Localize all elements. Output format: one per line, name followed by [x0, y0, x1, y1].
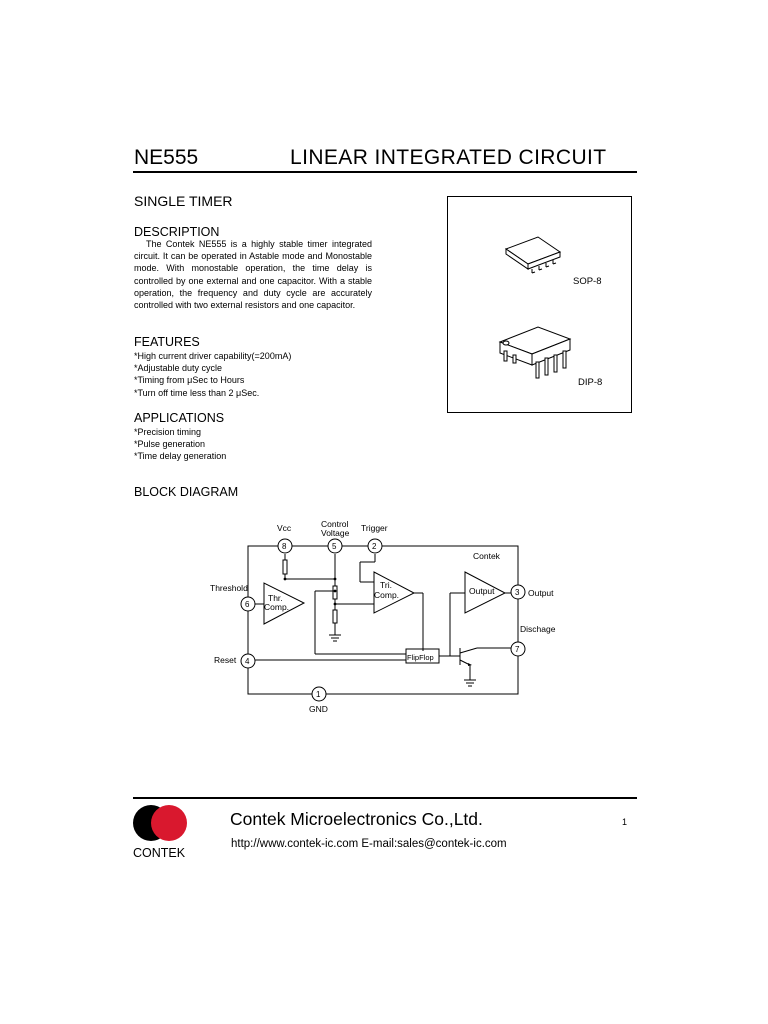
gnd-label: GND	[309, 704, 328, 714]
output-block-label: Output	[469, 586, 495, 596]
pin8-icon	[277, 538, 293, 554]
package-illustrations	[498, 236, 572, 379]
dip8-label: DIP-8	[578, 377, 603, 388]
sop8-label: SOP-8	[573, 276, 602, 287]
features-heading: FEATURES	[134, 335, 200, 349]
flipflop-label: FlipFlop	[407, 653, 434, 662]
logo-text: CONTEK	[133, 846, 186, 860]
pin7-icon	[510, 641, 526, 657]
tri-label-line1: Tri.	[380, 580, 392, 590]
description-heading: DESCRIPTION	[134, 225, 220, 239]
pin6-icon	[240, 596, 256, 612]
control-label-line2: Voltage	[321, 528, 350, 538]
list-item: *High current driver capability(=200mA)	[134, 351, 292, 361]
document-title: LINEAR INTEGRATED CIRCUIT	[290, 146, 607, 169]
vcc-label: Vcc	[277, 523, 292, 533]
pin3-icon	[510, 584, 526, 600]
pin-number: 7	[515, 645, 520, 654]
page-number: 1	[622, 817, 628, 827]
subtitle: SINGLE TIMER	[134, 193, 233, 209]
part-number: NE555	[134, 146, 199, 169]
list-item: *Adjustable duty cycle	[134, 363, 223, 374]
pin-number: 3	[515, 588, 520, 597]
tri-comparator	[373, 571, 416, 614]
block-diagram: 8 5 2 6 4 3 7 1 Vcc Control Voltage Trig…	[210, 519, 556, 714]
output-label: Output	[528, 588, 554, 598]
pin5-icon	[327, 538, 343, 554]
list-item: *Timing from μSec to Hours	[134, 375, 245, 386]
pin-number: 2	[372, 542, 377, 551]
dip8-chip-icon	[498, 326, 572, 379]
trigger-label: Trigger	[361, 523, 388, 533]
list-item: *Time delay generation	[134, 451, 227, 462]
applications-list: *Precision timing *Pulse generation *Tim…	[134, 426, 226, 463]
pin2-icon	[367, 538, 383, 554]
contact-info[interactable]: http://www.contek-ic.com E-mail:sales@co…	[231, 838, 507, 850]
pin-number: 5	[332, 542, 337, 551]
threshold-label: Threshold	[210, 583, 248, 593]
reset-label: Reset	[214, 655, 237, 665]
applications-heading: APPLICATIONS	[134, 411, 225, 425]
thr-comparator	[263, 582, 306, 625]
thr-label-line2: Comp.	[264, 602, 289, 612]
pin1-icon	[311, 686, 327, 702]
header-rule	[133, 171, 637, 173]
list-item: *Precision timing	[134, 427, 202, 437]
features-list: *High current driver capability(=200mA) …	[134, 350, 291, 399]
pin-number: 1	[316, 690, 321, 699]
pin-number: 8	[282, 542, 287, 551]
tri-label-line2: Comp.	[374, 590, 399, 600]
company-name: Contek Microelectronics Co.,Ltd.	[230, 809, 483, 829]
thr-label-line1: Thr.	[268, 593, 283, 603]
brand-label: Contek	[473, 551, 501, 561]
pin-number: 6	[245, 600, 250, 609]
contek-logo-icon	[133, 805, 187, 841]
pin4-icon	[240, 653, 256, 669]
package-box: SOP-8 DIP-8	[447, 196, 632, 413]
block-diagram-heading: BLOCK DIAGRAM	[134, 485, 239, 499]
list-item: *Turn off time less than 2 μSec.	[134, 387, 260, 398]
control-label-line1: Control	[321, 519, 349, 529]
sop8-chip-icon	[504, 236, 562, 274]
discharge-label: Dischage	[520, 624, 556, 634]
footer-rule	[133, 797, 637, 799]
chip-outline	[247, 545, 519, 695]
description-body: The Contek NE555 is a highly stable time…	[134, 239, 372, 311]
list-item: *Pulse generation	[134, 439, 206, 450]
description-text: The Contek NE555 is a highly stable time…	[134, 238, 372, 311]
pin-number: 4	[245, 657, 250, 666]
